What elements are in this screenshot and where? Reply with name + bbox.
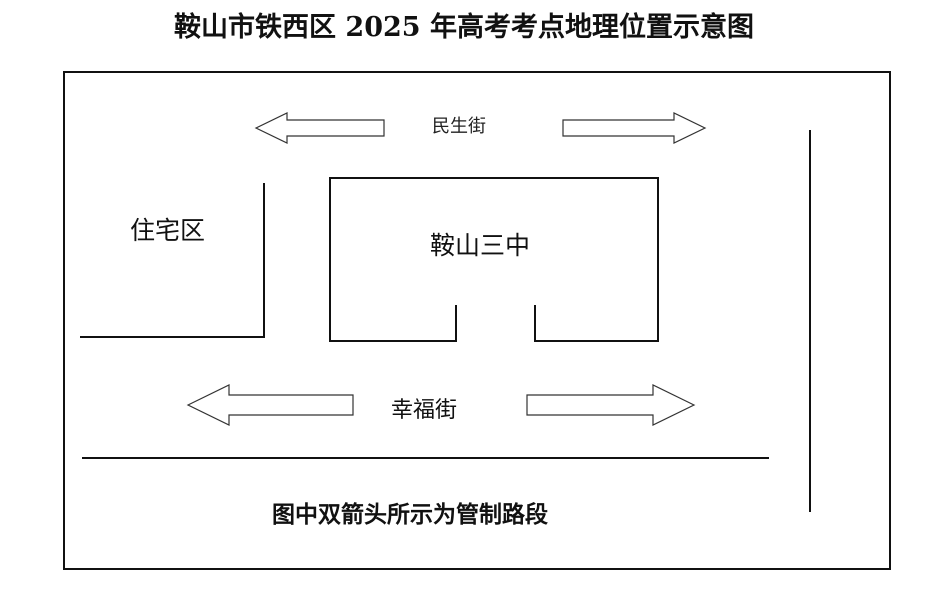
minsheng-left-arrow-icon: [254, 112, 385, 144]
map-frame: [63, 71, 891, 570]
residential-boundary: [80, 183, 265, 338]
school-label: 鞍山三中: [430, 231, 531, 260]
map-title: 鞍山市铁西区 2025 年高考考点地理位置示意图: [174, 12, 754, 43]
xingfu-street-label: 幸福街: [391, 398, 458, 423]
minsheng-street-label: 民生街: [432, 116, 486, 137]
school-boundary: [329, 177, 659, 342]
xingfu-right-arrow-icon: [526, 384, 696, 426]
minsheng-right-arrow-icon: [562, 112, 707, 144]
residential-area-label: 住宅区: [130, 216, 206, 245]
xingfu-left-arrow-icon: [186, 384, 354, 426]
legend-note: 图中双箭头所示为管制路段: [272, 501, 548, 528]
